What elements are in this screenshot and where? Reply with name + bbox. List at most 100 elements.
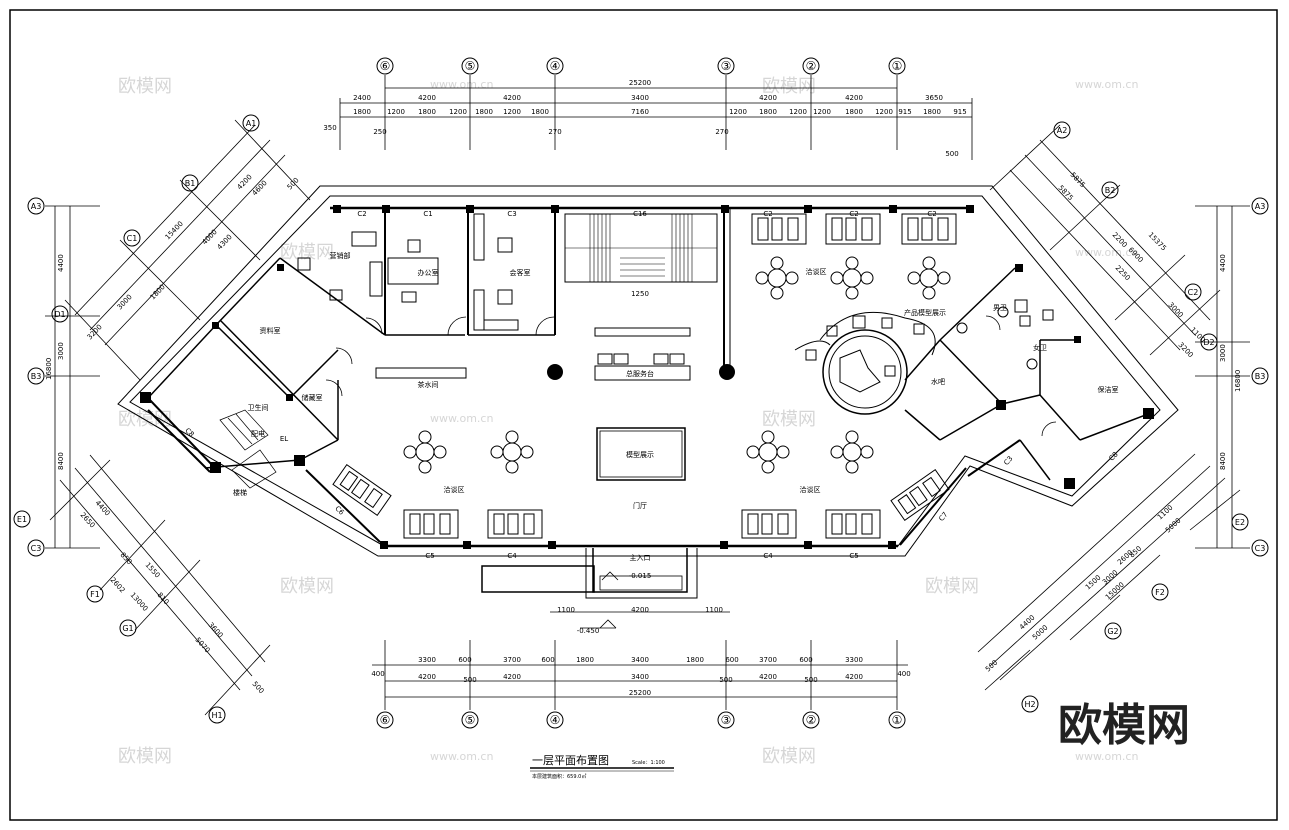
- sofa-sets[interactable]: [297, 213, 1054, 539]
- dim-label: 1200: [729, 108, 747, 116]
- plan-scale: Scale：1:100: [632, 760, 665, 766]
- watermark: 欧模网: [280, 242, 334, 263]
- dim-label: 1200: [875, 108, 893, 116]
- watermark-url: www.om.cn: [1075, 78, 1138, 91]
- door-tag: C3: [1002, 455, 1014, 467]
- room-wc: 保洁室: [1098, 385, 1119, 394]
- axis-label: H2: [1024, 700, 1035, 709]
- dim-label: 1550: [144, 561, 162, 580]
- axis-label: E2: [1235, 518, 1245, 527]
- axis-label: A3: [31, 202, 42, 211]
- round-table-sets[interactable]: [403, 256, 951, 474]
- side-axis-bubbles: A3 B3 E1 C3 A3 D2 B3 E2 C3: [13, 197, 1269, 557]
- watermark-url: www.om.cn: [430, 78, 493, 91]
- dim-label: 3600: [207, 621, 225, 640]
- dim-label: 3700: [503, 656, 521, 664]
- dim-label: 1200: [789, 108, 807, 116]
- room-reception: 总服务台: [626, 369, 654, 378]
- elevation-marker: [580, 571, 619, 629]
- sofa-set: [332, 463, 392, 517]
- sofa-set: [751, 213, 807, 245]
- axis-label: F1: [90, 590, 100, 599]
- dim-label: 1800: [576, 656, 594, 664]
- door-tag: C5: [425, 552, 434, 560]
- axis-label: E1: [17, 515, 27, 524]
- watermark-url: www.om.cn: [430, 412, 493, 425]
- dim-label: 5875: [1057, 184, 1075, 202]
- dim-label: 3300: [845, 656, 863, 664]
- dim-label: 915: [898, 108, 911, 116]
- columns[interactable]: [140, 205, 1154, 549]
- plan-title: 一层平面布置图: [532, 754, 609, 767]
- watermarks: 欧模网 欧模网 欧模网 欧模网 欧模网 欧模网 欧模网 欧模网 欧模网 www.…: [118, 76, 1138, 767]
- side-dimension-labels: 4400 3000 8400 16800 4400 3000 16800 840…: [45, 254, 1242, 470]
- dim-label: 5070: [194, 636, 212, 655]
- dim-label: 1200: [449, 108, 467, 116]
- dim-label: 16800: [45, 358, 53, 380]
- dim-label: 4200: [418, 673, 436, 681]
- axis-label: ④: [550, 713, 561, 727]
- dim-label: 1800: [418, 108, 436, 116]
- bottom-axis-bubbles: ⑥ ⑤ ④ ③ ② ①: [376, 711, 906, 729]
- axis-label: C3: [31, 544, 42, 553]
- axis-label: ⑥: [380, 59, 391, 73]
- dim-label: 3400: [631, 94, 649, 102]
- dim-label: 400: [897, 670, 910, 678]
- left-lower-diagonal-labels: 4400 2650 850 2602 1550 13000 810 3600 5…: [79, 499, 266, 695]
- plan-note: 本层建筑面积：659.0㎡: [532, 773, 586, 780]
- dim-label: 4200: [503, 673, 521, 681]
- sofa-set: [825, 213, 881, 245]
- dim-label: 5000: [1164, 517, 1183, 535]
- dim-label: 1500: [1084, 574, 1103, 592]
- room-sandtable: 模型展示: [626, 450, 654, 459]
- dim-label: 4200: [418, 94, 436, 102]
- axis-label: B1: [185, 179, 196, 188]
- dim-label: 600: [799, 656, 812, 664]
- door-tag: C8: [1107, 450, 1119, 462]
- dim-label: 500: [984, 659, 999, 674]
- dim-label: 1800: [845, 108, 863, 116]
- dim-label: 1800: [475, 108, 493, 116]
- watermark: 欧模网: [762, 746, 816, 767]
- dim-label: 4400: [94, 499, 112, 518]
- axis-label: ⑥: [380, 713, 391, 727]
- dim-label: 270: [548, 128, 561, 136]
- axis-label: C3: [1255, 544, 1266, 553]
- room-electrical: 配电: [251, 429, 265, 438]
- grand-piano: [839, 349, 881, 393]
- door-tag: C4: [763, 552, 773, 560]
- room-lounge-left: 洽谈区: [444, 485, 465, 494]
- dim-label: 600: [725, 656, 738, 664]
- dim-label: 16800: [1234, 370, 1242, 392]
- sofa-set: [487, 509, 543, 539]
- axis-label: D1: [54, 310, 65, 319]
- dim-label: 4200: [845, 94, 863, 102]
- sofa-set: [890, 468, 950, 522]
- display-plinths: [805, 315, 925, 377]
- door-swings[interactable]: [325, 315, 1057, 437]
- axis-label: ①: [892, 59, 903, 73]
- room-labels: 营销部 办公室 会客室 1250 资料室 储藏室 卫生间 楼梯 茶水间 总服务台…: [233, 251, 1119, 562]
- dim-label: 4400: [1018, 614, 1037, 632]
- meeting-sofa: [473, 213, 519, 331]
- left-diagonal-dimensions: [64, 119, 311, 381]
- dim-label: 1800: [149, 283, 167, 301]
- room-meeting: 会客室: [510, 268, 531, 277]
- dim-label: 3000: [1219, 344, 1227, 362]
- room-product: 产品模型展示: [904, 308, 946, 317]
- watermark: 欧模网: [118, 76, 172, 97]
- sofa-set: [825, 509, 881, 539]
- table-set: [746, 430, 790, 474]
- dim-total: 25200: [629, 689, 651, 697]
- dim-label: 2650: [79, 511, 97, 530]
- left-lower-diagonal-dimensions: [49, 454, 271, 716]
- room-mens: 男卫: [993, 304, 1007, 312]
- room-office: 办公室: [418, 268, 439, 277]
- sofa-set: [901, 213, 957, 245]
- axis-label: ③: [721, 713, 732, 727]
- axis-label: B2: [1105, 186, 1116, 195]
- axis-label: G1: [122, 624, 133, 633]
- watermark: 欧模网: [762, 409, 816, 430]
- left-diagonal-labels: 4200 4600 15400 4000 4300 3000 1800 3200…: [86, 173, 301, 341]
